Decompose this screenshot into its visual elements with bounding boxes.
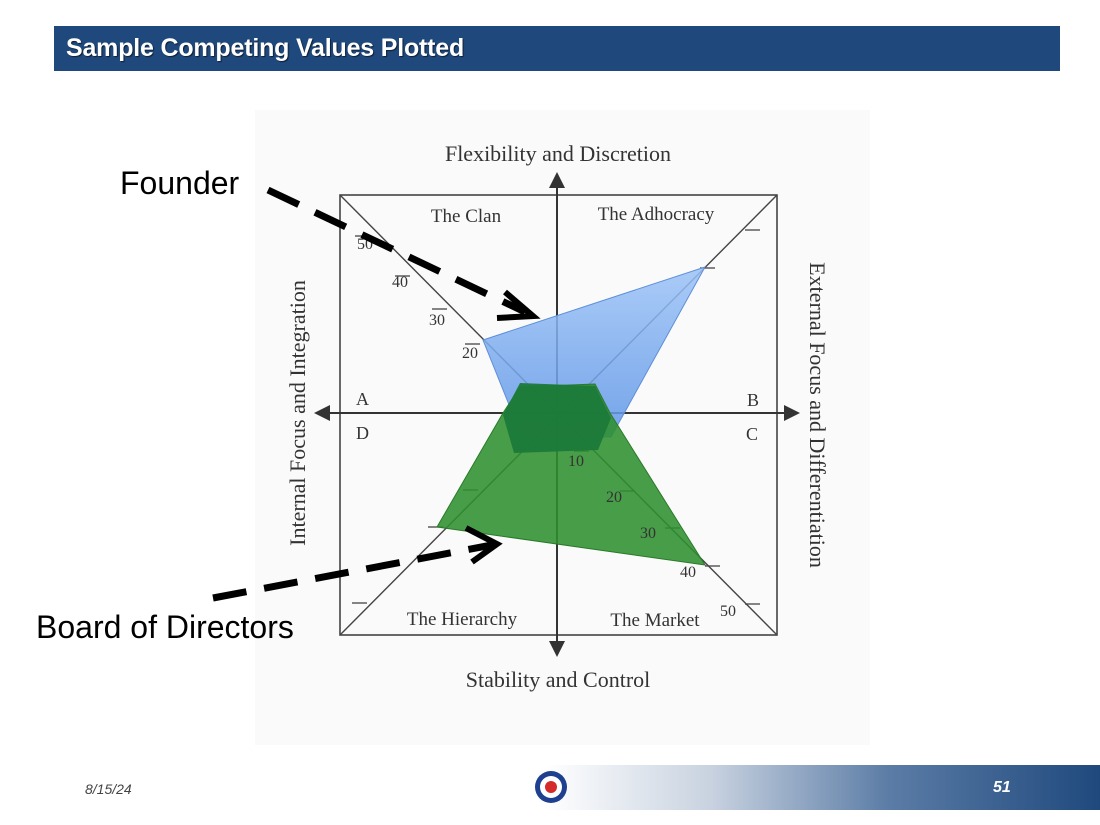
tick-tl-30: 30 [429,312,445,329]
footer-band [545,765,1100,810]
tick-tl-40: 40 [392,274,408,291]
tick-br-40: 40 [680,564,696,581]
overlap-region [503,383,611,453]
slide-title: Sample Competing Values Plotted [66,34,465,62]
quadrant-hierarchy: The Hierarchy [407,609,518,630]
tick-br-20: 20 [606,489,622,506]
roundel-logo-icon [535,771,567,803]
footer-date: 8/15/24 [85,781,132,797]
corner-letter-c: C [746,424,758,444]
arrow-down-icon [549,641,565,657]
page-number: 51 [993,779,1011,796]
tick-br-50: 50 [720,603,736,620]
quadrant-market: The Market [610,610,700,631]
board-callout: Board of Directors [36,609,294,645]
board-arrowhead-icon [464,525,503,565]
corner-letter-d: D [356,423,369,443]
arrow-up-icon [549,172,565,188]
axis-bottom-label: Stability and Control [466,667,651,692]
arrow-right-icon [784,405,800,421]
tick-br-30: 30 [640,525,656,542]
tick-br-10: 10 [568,453,584,470]
board-arrow [212,541,493,602]
founder-arrowhead-icon [496,289,541,321]
corner-letter-b: B [747,390,759,410]
axis-top-label: Flexibility and Discretion [445,141,671,166]
quadrant-clan: The Clan [431,206,502,227]
corner-letter-a: A [356,389,369,409]
outer-frame [339,194,778,636]
founder-arrow [266,186,527,316]
arrow-left-icon [314,405,330,421]
title-bar: Sample Competing Values Plotted [54,26,1060,71]
founder-callout: Founder [120,165,240,201]
axis-right-label: External Focus and Differentiation [805,262,830,568]
tick-tl-20: 20 [462,345,478,362]
scale-tick-labels: 50 40 30 20 10 20 30 40 50 [357,236,736,620]
quadrant-adhocracy: The Adhocracy [598,204,715,225]
board-profile [436,383,706,566]
axis-left-label: Internal Focus and Integration [285,280,310,546]
